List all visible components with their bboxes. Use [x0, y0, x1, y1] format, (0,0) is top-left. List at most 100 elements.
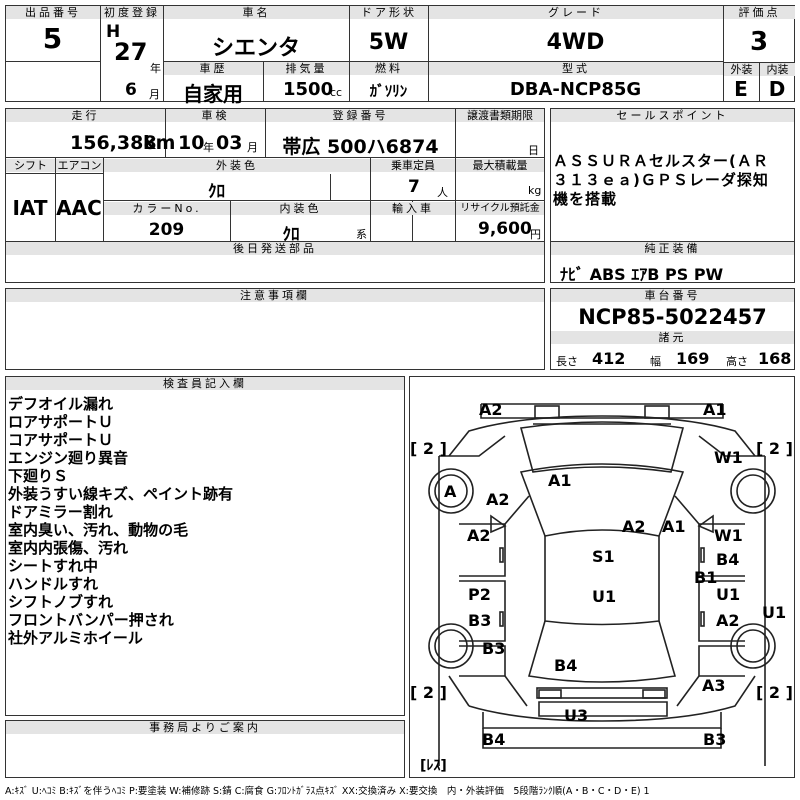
interior-color-unit: 系 [356, 228, 367, 241]
damage-mark: B4 [716, 550, 740, 569]
shift-label: シフト [6, 159, 55, 172]
inspector-remark: ドアミラー割れ [8, 503, 113, 521]
damage-mark: U1 [716, 585, 741, 604]
fuel-value: ｶﾞｿﾘﾝ [369, 82, 408, 100]
inspector-remark: 外装うすい線キズ、ペイント跡有 [8, 485, 234, 503]
damage-mark: A1 [703, 400, 727, 419]
inspector-remark: エンジン廻り異音 [8, 449, 129, 467]
legend-text: A:ｷｽﾞ U:ﾍｺﾐ B:ｷｽﾞを伴うﾍｺﾐ P:要塗装 W:補修跡 S:錆 … [5, 786, 650, 797]
damage-mark: B4 [482, 730, 506, 749]
inspector-section [5, 376, 405, 716]
damage-mark: B3 [468, 611, 492, 630]
mileage-label: 走行 [6, 109, 165, 122]
inspector-remark: デフオイル漏れ [8, 395, 114, 413]
tire-label-rear-right: [ 2 ] [756, 683, 793, 702]
tire-label-rear-left: [ 2 ] [410, 683, 447, 702]
model-value: DBA-NCP85G [509, 79, 642, 100]
exterior-color-value: ｸﾛ [208, 182, 225, 202]
inspection-label: 車検 [166, 109, 265, 122]
displacement-unit: cc [330, 86, 343, 99]
first-reg-year: 27 [114, 38, 148, 66]
inspector-remark: シートすれ中 [8, 557, 99, 575]
inspection-year: 10 [178, 132, 205, 154]
mileage-value: 156,388 [70, 132, 157, 154]
ext-rating-label: 外装 [724, 63, 759, 76]
tire-label-front-right: [ 2 ] [756, 439, 793, 458]
office-label: 事務局よりご案内 [6, 721, 404, 734]
sales-point-label: セールスポイント [551, 109, 794, 122]
damage-mark: A2 [479, 400, 503, 419]
ext-rating-value: E [734, 77, 748, 101]
reg-no-label: 登録番号 [266, 109, 455, 122]
length-value: 412 [592, 349, 626, 368]
lot-number: 5 [42, 22, 63, 55]
car-diagram-section [409, 376, 795, 778]
capacity-label: 乗車定員 [371, 159, 455, 172]
first-reg-label: 初度登録 [101, 6, 163, 19]
genuine-equipment-value: ﾅﾋﾞ ABS ｴｱB PS PW [560, 265, 724, 284]
rating-value: 3 [749, 27, 769, 57]
capacity-value: 7 [408, 177, 420, 197]
inspector-label: 検査員記入欄 [6, 377, 404, 390]
damage-mark: U1 [762, 603, 787, 622]
inspection-year-unit: 年 [203, 141, 214, 154]
capacity-unit: 人 [437, 186, 448, 199]
exterior-color-label: 外装色 [104, 159, 370, 172]
specs-label: 諸元 [551, 331, 794, 344]
inspector-remark: ロアサポートＵ [8, 413, 114, 431]
inspector-remark: 室内内張傷、汚れ [8, 539, 129, 557]
tire-label-front-left: [ 2 ] [410, 439, 447, 458]
width-label: 幅 [650, 355, 661, 368]
inspector-remark: フロントバンパー押され [8, 611, 174, 629]
inspector-remark: ハンドルすれ [8, 575, 99, 593]
damage-mark: A1 [662, 517, 686, 536]
aircon-label: エアコン [56, 159, 103, 172]
inspection-month-unit: 月 [247, 141, 258, 154]
later-parts-label: 後日発送部品 [6, 242, 544, 255]
aircon-value: AAC [56, 196, 102, 220]
recycle-label: リサイクル預託金 [456, 202, 544, 215]
height-label: 高さ [726, 355, 748, 368]
damage-mark: A2 [486, 490, 510, 509]
damage-mark: A3 [702, 676, 726, 695]
model-label: 型式 [429, 62, 723, 75]
transfer-deadline-day-unit: 日 [528, 144, 539, 157]
history-label: 車歴 [164, 62, 263, 75]
car-name: シエンタ [211, 36, 300, 61]
chassis-label: 車台番号 [551, 289, 794, 302]
spare-tire-label: [ﾚｽ] [420, 758, 447, 774]
inspector-remark: シフトノブすれ [8, 593, 114, 611]
damage-mark: B3 [482, 639, 506, 658]
damage-mark: A2 [716, 611, 740, 630]
sales-point-text: ＡＳＳＵＲＡセルスター(ＡＲ３１３ｅａ)ＧＰＳレーダ探知機を搭載 [553, 152, 769, 208]
inspector-remark: 室内臭い、汚れ、動物の毛 [8, 521, 189, 539]
transfer-deadline-label: 譲渡書類期限 [456, 109, 544, 122]
rating-label: 評価点 [724, 6, 795, 19]
chassis-value: NCP85-5022457 [578, 305, 767, 329]
length-label: 長さ [556, 355, 578, 368]
damage-mark: P2 [468, 585, 491, 604]
damage-mark: W1 [714, 526, 743, 545]
damage-mark: U3 [564, 706, 589, 725]
inspector-remark: 下廻りＳ [8, 467, 69, 485]
width-value: 169 [676, 349, 710, 368]
damage-mark: S1 [592, 547, 615, 566]
mileage-unit: km [143, 132, 176, 154]
displacement-value: 1500 [283, 79, 334, 100]
genuine-equipment-label: 純正装備 [551, 242, 794, 255]
damage-mark: U1 [592, 587, 617, 606]
int-rating-value: D [768, 77, 786, 101]
damage-mark: W1 [714, 448, 743, 467]
damage-mark: B4 [554, 656, 578, 675]
first-reg-month: 6 [125, 80, 137, 100]
shift-value: IAT [12, 196, 48, 220]
max-load-unit: kg [528, 184, 542, 197]
doors-value: 5W [368, 30, 409, 55]
damage-mark: A [444, 482, 457, 501]
lot-label: 出品番号 [6, 6, 100, 19]
inspection-month: 03 [216, 132, 243, 154]
max-load-label: 最大積載量 [456, 159, 544, 172]
grade-value: 4WD [546, 30, 605, 55]
damage-mark: B3 [703, 730, 727, 749]
header-section [5, 5, 795, 102]
